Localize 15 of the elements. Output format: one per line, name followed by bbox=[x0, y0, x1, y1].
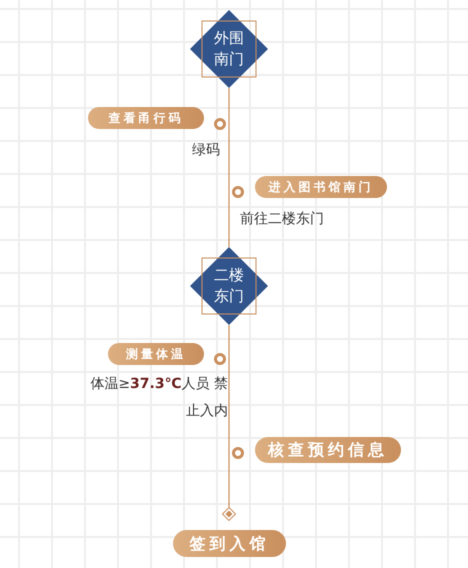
connector-line bbox=[228, 325, 230, 507]
step-pill: 核查预约信息 bbox=[255, 437, 401, 463]
step-pill: 签到入馆 bbox=[173, 530, 286, 557]
step-pill: 测量体温 bbox=[108, 343, 204, 365]
step-pill: 查看甬行码 bbox=[88, 107, 204, 129]
step-note: 体温≥37.3℃人员 禁止入内 bbox=[89, 375, 228, 421]
gate-label: 外围南门 bbox=[213, 28, 245, 70]
end-marker-diamond bbox=[222, 507, 236, 521]
step-note: 绿码 bbox=[191, 141, 220, 160]
step-note: 前往二楼东门 bbox=[240, 210, 325, 229]
gate-diamond bbox=[190, 10, 268, 88]
step-pill: 进入图书馆南门 bbox=[255, 176, 387, 198]
gate-label: 二楼东门 bbox=[213, 265, 245, 307]
connector-line bbox=[228, 88, 230, 247]
gate-diamond bbox=[190, 247, 268, 325]
